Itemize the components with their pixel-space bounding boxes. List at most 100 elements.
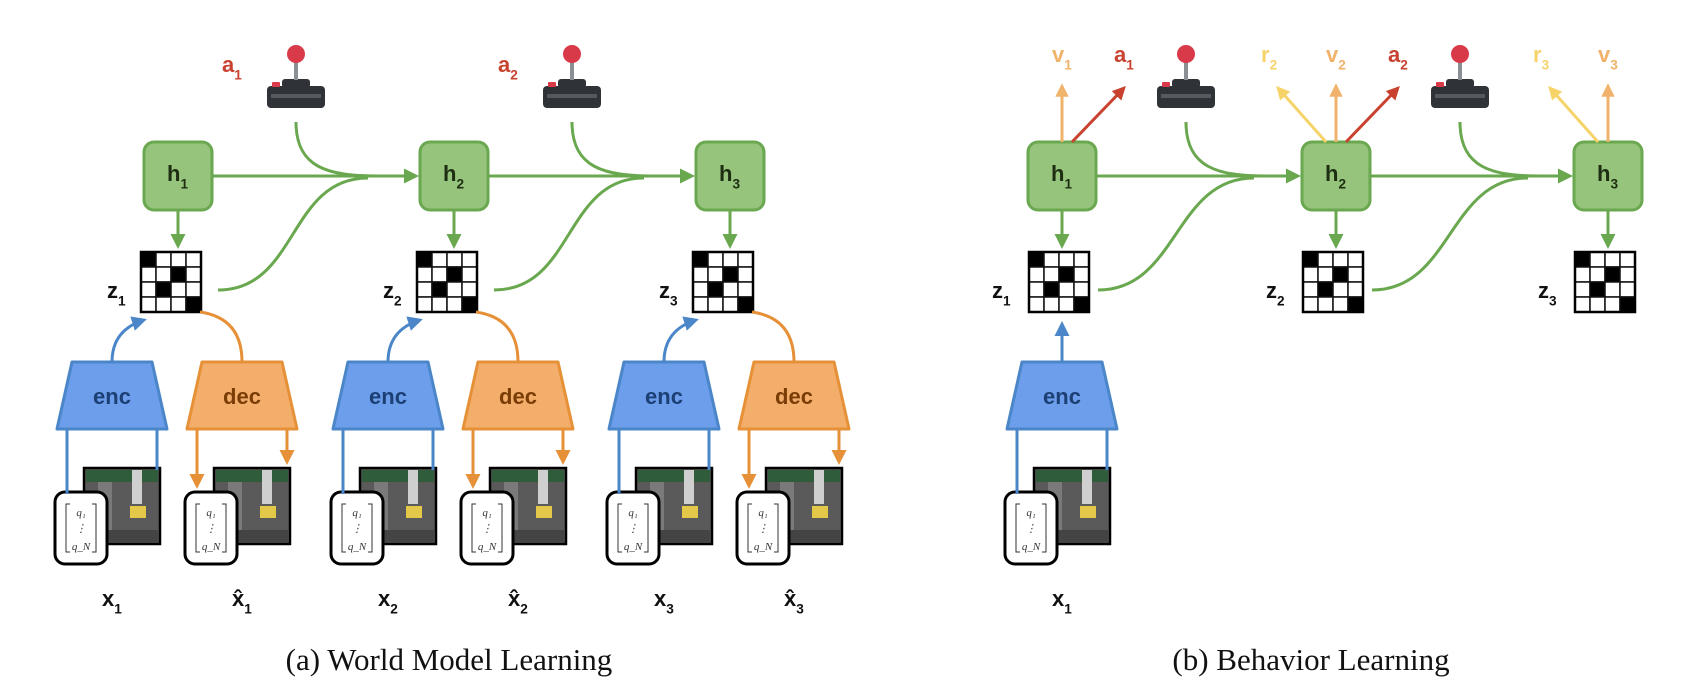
joystick-mount bbox=[282, 79, 310, 88]
latent-cell bbox=[185, 266, 202, 283]
encoder-label: enc bbox=[369, 384, 407, 409]
vector-dots: ⋮ bbox=[758, 523, 769, 535]
image-object bbox=[1080, 506, 1096, 518]
latent-cell bbox=[692, 296, 709, 313]
reward-label-main: r bbox=[1533, 42, 1542, 67]
joystick-button bbox=[548, 82, 556, 87]
latent-grid-border bbox=[691, 250, 755, 314]
encoder-to-z-arrow bbox=[110, 316, 147, 363]
latent-cell bbox=[722, 296, 739, 313]
state-vector-card bbox=[605, 490, 661, 566]
latent-cell bbox=[1028, 251, 1045, 268]
latent-grid-icon bbox=[1027, 250, 1091, 314]
latent-label: z2 bbox=[1266, 278, 1285, 309]
latent-cell bbox=[1332, 251, 1349, 268]
latent-cell bbox=[1058, 251, 1075, 268]
z-to-decoder-line bbox=[199, 310, 244, 363]
hidden-state-label-subscript: 1 bbox=[1064, 177, 1072, 192]
action-label: a1 bbox=[1114, 42, 1134, 73]
latent-label: z1 bbox=[992, 278, 1011, 309]
latent-cell bbox=[722, 251, 739, 268]
latent-cell bbox=[1043, 296, 1060, 313]
vector-bottom-entry: q_N bbox=[348, 541, 367, 553]
image-backdrop bbox=[362, 470, 434, 482]
hidden-state-label: h1 bbox=[167, 161, 188, 192]
state-vector-card bbox=[735, 490, 791, 566]
latent-label-subscript: 1 bbox=[118, 294, 126, 309]
latent-cell bbox=[461, 251, 478, 268]
latent-cell bbox=[431, 281, 448, 298]
z-to-transition-line bbox=[493, 176, 645, 292]
latent-cell bbox=[1302, 281, 1319, 298]
action-label-main: a bbox=[498, 52, 511, 77]
latent-cell bbox=[1058, 296, 1075, 313]
latent-label-subscript: 1 bbox=[1003, 294, 1011, 309]
latent-cell bbox=[1589, 281, 1606, 298]
reconstruction-label-subscript: 2 bbox=[520, 602, 528, 617]
vector-dots: ⋮ bbox=[76, 523, 87, 535]
latent-cell bbox=[446, 266, 463, 283]
reconstruction-label-subscript: 1 bbox=[244, 602, 252, 617]
reward-arrow bbox=[1548, 85, 1600, 143]
latent-cell bbox=[1058, 266, 1075, 283]
latent-cell bbox=[1043, 281, 1060, 298]
z-to-decoder-line bbox=[475, 310, 520, 363]
joystick-stick bbox=[1184, 58, 1188, 80]
latent-cell bbox=[1589, 251, 1606, 268]
decoder-label: dec bbox=[775, 384, 813, 409]
latent-cell bbox=[722, 266, 739, 283]
latent-cell bbox=[1347, 251, 1364, 268]
latent-cell bbox=[1619, 296, 1636, 313]
latent-cell bbox=[155, 266, 172, 283]
hidden-state-label-subscript: 3 bbox=[732, 177, 740, 192]
joystick-icon bbox=[1157, 45, 1215, 108]
latent-label-main: z bbox=[107, 278, 118, 303]
image-gripper bbox=[538, 470, 548, 504]
encoder-to-z-arrow bbox=[386, 316, 423, 363]
state-vector-card bbox=[183, 490, 239, 566]
vector-top-entry: q₁ bbox=[352, 507, 362, 519]
image-gripper bbox=[408, 470, 418, 504]
latent-cell bbox=[1604, 266, 1621, 283]
vector-top-entry: q₁ bbox=[206, 507, 216, 519]
encoder-label: enc bbox=[645, 384, 683, 409]
latent-cell bbox=[1043, 251, 1060, 268]
latent-label: z3 bbox=[659, 278, 678, 309]
caption-a: (a) World Model Learning bbox=[286, 642, 613, 677]
action-to-transition-line bbox=[1184, 121, 1267, 178]
latent-cell bbox=[431, 251, 448, 268]
latent-grid-border bbox=[415, 250, 479, 314]
joystick-icon bbox=[267, 45, 325, 108]
latent-cell bbox=[431, 296, 448, 313]
latent-cell bbox=[461, 266, 478, 283]
vector-bottom-entry: q_N bbox=[754, 541, 773, 553]
latent-cell bbox=[1574, 266, 1591, 283]
value-label-main: v bbox=[1326, 42, 1339, 67]
vector-dots: ⋮ bbox=[206, 523, 217, 535]
observation-label-subscript: 2 bbox=[390, 602, 398, 617]
vector-top-entry: q₁ bbox=[758, 507, 768, 519]
vector-dots: ⋮ bbox=[1026, 523, 1037, 535]
observation-label-main: x bbox=[654, 586, 667, 611]
latent-label: z1 bbox=[107, 278, 126, 309]
latent-cell bbox=[1574, 251, 1591, 268]
state-vector-card bbox=[1003, 490, 1059, 566]
action-label: a1 bbox=[222, 52, 242, 83]
action-label-subscript: 2 bbox=[510, 68, 518, 83]
hidden-state-label-subscript: 1 bbox=[180, 177, 188, 192]
latent-label-subscript: 3 bbox=[1549, 294, 1557, 309]
image-object bbox=[260, 506, 276, 518]
hidden-state-label-main: h bbox=[1597, 161, 1610, 186]
observation-label-subscript: 1 bbox=[1064, 602, 1072, 617]
latent-cell bbox=[722, 281, 739, 298]
latent-cell bbox=[1317, 296, 1334, 313]
decoder-block bbox=[737, 360, 851, 431]
latent-cell bbox=[1043, 266, 1060, 283]
latent-label-main: z bbox=[1266, 278, 1277, 303]
reconstruction-label-main: x̂ bbox=[508, 586, 521, 611]
value-label: v1 bbox=[1052, 42, 1072, 73]
joystick-icon bbox=[543, 45, 601, 108]
latent-grid-border bbox=[1027, 250, 1091, 314]
vector-top-entry: q₁ bbox=[1026, 507, 1036, 519]
encoder-to-z-arrow bbox=[662, 316, 699, 363]
